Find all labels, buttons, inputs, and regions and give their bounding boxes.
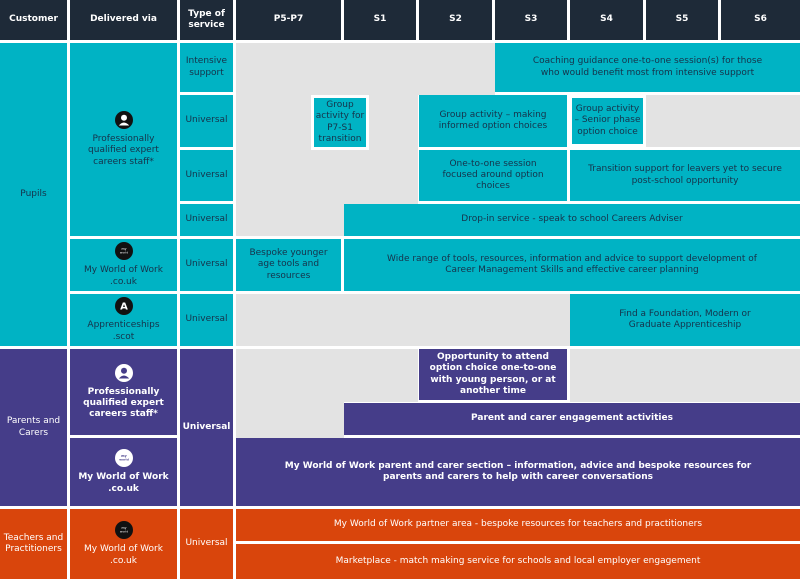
- svg-text:world: world: [119, 458, 129, 462]
- service-opportunity: Opportunity to attend option choice one-…: [419, 349, 567, 400]
- customer-pupils: Pupils: [0, 43, 67, 346]
- service-group-options: Group activity – making informed option …: [419, 95, 567, 147]
- service-bespoke-younger: Bespoke younger age tools and resources: [236, 239, 341, 291]
- delivered-mww-teachers-label: My World of Work .co.uk: [84, 544, 163, 566]
- svg-text:A: A: [120, 302, 128, 313]
- service-partner-area: My World of Work partner area - bespoke …: [236, 509, 800, 541]
- customer-parents: Parents and Carers: [0, 349, 67, 506]
- delivered-apprenticeships-label: Apprenticeships .scot: [87, 320, 160, 342]
- service-group-p7-s1: Group activity for P7-S1 transition: [311, 95, 369, 150]
- service-marketplace: Marketplace - match making service for s…: [236, 544, 800, 579]
- svg-text:world: world: [119, 251, 127, 255]
- service-type-universal-1: Universal: [180, 95, 233, 147]
- service-apprenticeship: Find a Foundation, Modern or Graduate Ap…: [570, 294, 800, 346]
- empty-area: [236, 402, 344, 438]
- delivered-staff-pupils: Professionally qualified expert careers …: [70, 43, 177, 236]
- service-type-universal-3: Universal: [180, 204, 233, 236]
- service-type-universal-2: Universal: [180, 150, 233, 201]
- service-type-intensive: Intensive support: [180, 43, 233, 92]
- header-s6: S6: [721, 0, 800, 40]
- person-icon: [114, 363, 133, 382]
- apprenticeships-logo-icon: A: [114, 297, 133, 316]
- service-engagement: Parent and carer engagement activities: [344, 403, 800, 435]
- service-type-universal-4: Universal: [180, 239, 233, 291]
- service-type-universal-parents: Universal: [180, 349, 233, 506]
- svg-text:my: my: [121, 526, 126, 530]
- delivered-staff-label: Professionally qualified expert careers …: [88, 134, 159, 167]
- service-type-universal-5: Universal: [180, 294, 233, 346]
- service-mww-parents-section: My World of Work parent and carer sectio…: [236, 438, 800, 506]
- empty-area: [236, 204, 344, 236]
- header-type-of-service: Type of service: [180, 0, 233, 40]
- header-delivered-via: Delivered via: [70, 0, 177, 40]
- service-transition: Transition support for leavers yet to se…: [570, 150, 800, 201]
- empty-area: [236, 294, 570, 346]
- empty-area: [646, 95, 800, 147]
- delivered-apprenticeships[interactable]: A Apprenticeships .scot: [70, 294, 177, 346]
- service-group-senior: Group activity – Senior phase option cho…: [569, 95, 646, 147]
- empty-area: [236, 43, 495, 95]
- customer-teachers: Teachers and Practitioners: [0, 509, 67, 579]
- header-s4: S4: [570, 0, 643, 40]
- service-type-universal-teachers: Universal: [180, 509, 233, 579]
- delivered-staff-parents-label: Professionally qualified expert careers …: [83, 386, 164, 420]
- header-s2: S2: [419, 0, 492, 40]
- delivered-mww-parents-label: My World of Work .co.uk: [78, 472, 169, 494]
- delivered-mww-label: My World of Work .co.uk: [84, 265, 163, 287]
- header-p5-p7: P5-P7: [236, 0, 341, 40]
- service-tools: Wide range of tools, resources, informat…: [344, 239, 800, 291]
- delivered-staff-parents: Professionally qualified expert careers …: [70, 349, 177, 435]
- service-one-to-one-options: One-to-one session focused around option…: [419, 150, 567, 201]
- empty-area: [236, 349, 418, 402]
- header-s1: S1: [344, 0, 416, 40]
- header-s3: S3: [495, 0, 567, 40]
- header-customer: Customer: [0, 0, 67, 40]
- service-dropin: Drop-in service - speak to school Career…: [344, 204, 800, 236]
- svg-text:world: world: [119, 530, 127, 534]
- svg-text:my: my: [121, 247, 126, 251]
- empty-area: [570, 349, 800, 402]
- service-coaching: Coaching guidance one-to-one session(s) …: [495, 43, 800, 92]
- header-s5: S5: [646, 0, 718, 40]
- svg-text:my: my: [121, 454, 127, 458]
- person-icon: [114, 111, 133, 130]
